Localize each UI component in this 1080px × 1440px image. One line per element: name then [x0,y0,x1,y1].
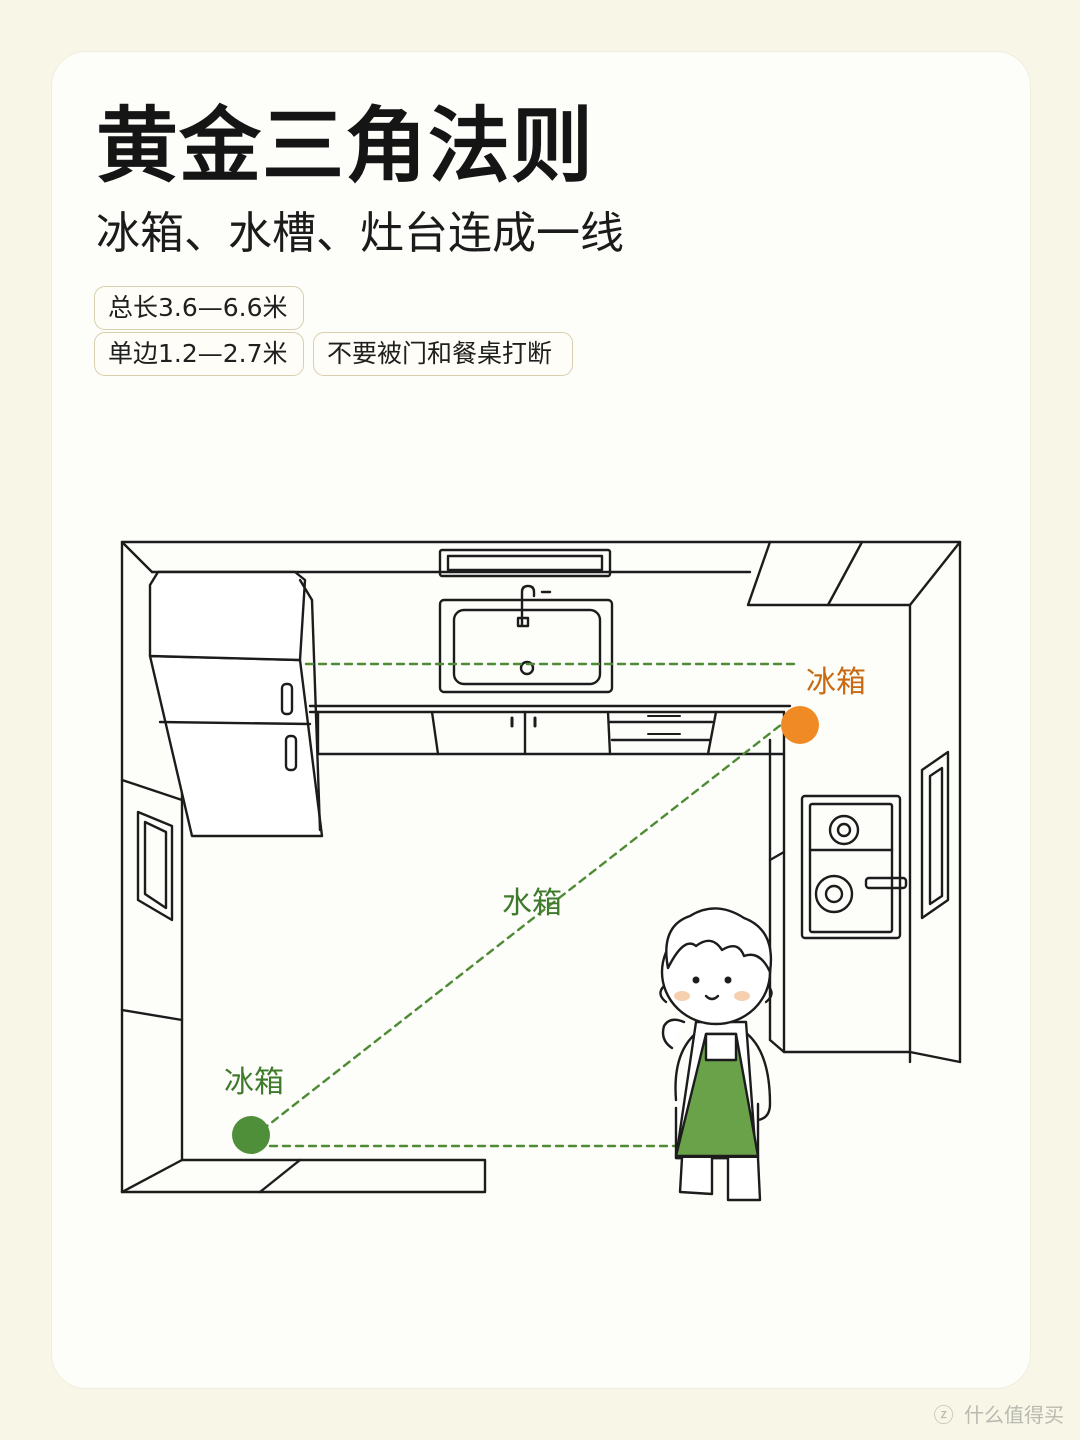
watermark-text: 什么值得买 [964,1403,1064,1427]
stove [800,794,908,940]
wall-cabinet [746,540,962,1064]
label-diagonal: 水箱 [502,886,562,921]
back-counter [308,704,792,756]
range-hood [438,548,612,578]
watermark: ⓩ 什么值得买 [934,1399,1064,1428]
zhi-logo-icon: ⓩ [933,1403,954,1427]
tag-total-length: 总长3.6—6.6米 [94,286,304,330]
line-diagonal [260,722,784,1132]
tag-single-side: 单边1.2—2.7米 [94,332,304,376]
triangle-lines [260,662,798,1148]
label-bottom-left: 冰箱 [224,1065,284,1100]
page-title: 黄金三角法则 [96,99,595,194]
refrigerator [148,570,324,838]
orange-marker [781,706,819,744]
label-top-right: 冰箱 [806,665,866,700]
child-figure [659,907,773,1202]
left-window [136,810,174,922]
right-door [908,750,962,1064]
tag-no-interruption: 不要被门和餐桌打断 [313,332,573,376]
sink [438,584,614,694]
green-marker [232,1116,270,1154]
right-counter [768,710,912,1054]
page-subtitle: 冰箱、水槽、灶台连成一线 [96,208,624,259]
